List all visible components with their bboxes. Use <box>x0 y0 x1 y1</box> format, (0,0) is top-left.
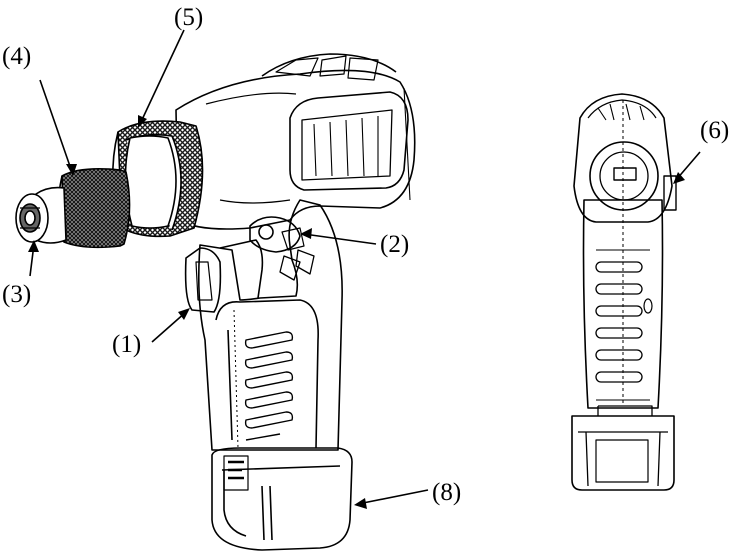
arrow-head-4 <box>66 164 77 176</box>
direction-switch <box>249 216 301 253</box>
arrow-head-3 <box>28 240 39 252</box>
leader-2 <box>303 233 377 245</box>
leader-1 <box>151 311 187 343</box>
callout-8: (8) <box>432 479 462 506</box>
grip-slots-front <box>595 261 643 383</box>
leader-5 <box>139 29 185 125</box>
callout-5: (5) <box>174 4 204 31</box>
arrow-head-6 <box>673 172 685 184</box>
arrow-head-1 <box>178 308 190 320</box>
motor-housing <box>175 69 416 230</box>
grip-slots-side <box>244 331 294 441</box>
callout-2: (2) <box>380 231 410 258</box>
battery-pack <box>211 447 353 551</box>
side-view <box>15 53 416 551</box>
handle-outline <box>197 199 343 451</box>
callout-3: (3) <box>2 281 32 308</box>
trigger <box>184 247 222 313</box>
callout-6: (6) <box>700 117 730 144</box>
callout-1: (1) <box>112 331 142 358</box>
callout-4: (4) <box>2 43 32 70</box>
arrow-head-5 <box>138 115 147 128</box>
front-view <box>571 93 677 491</box>
arrow-head-2 <box>300 228 312 239</box>
arrow-heads <box>28 115 685 509</box>
arrow-head-8 <box>354 498 367 509</box>
leader-4 <box>39 79 73 173</box>
chuck-sleeve <box>61 168 131 249</box>
front-battery <box>571 415 675 491</box>
front-grip <box>582 199 664 409</box>
front-head <box>573 93 673 223</box>
leader-lines <box>29 29 701 505</box>
leader-8 <box>357 489 429 505</box>
